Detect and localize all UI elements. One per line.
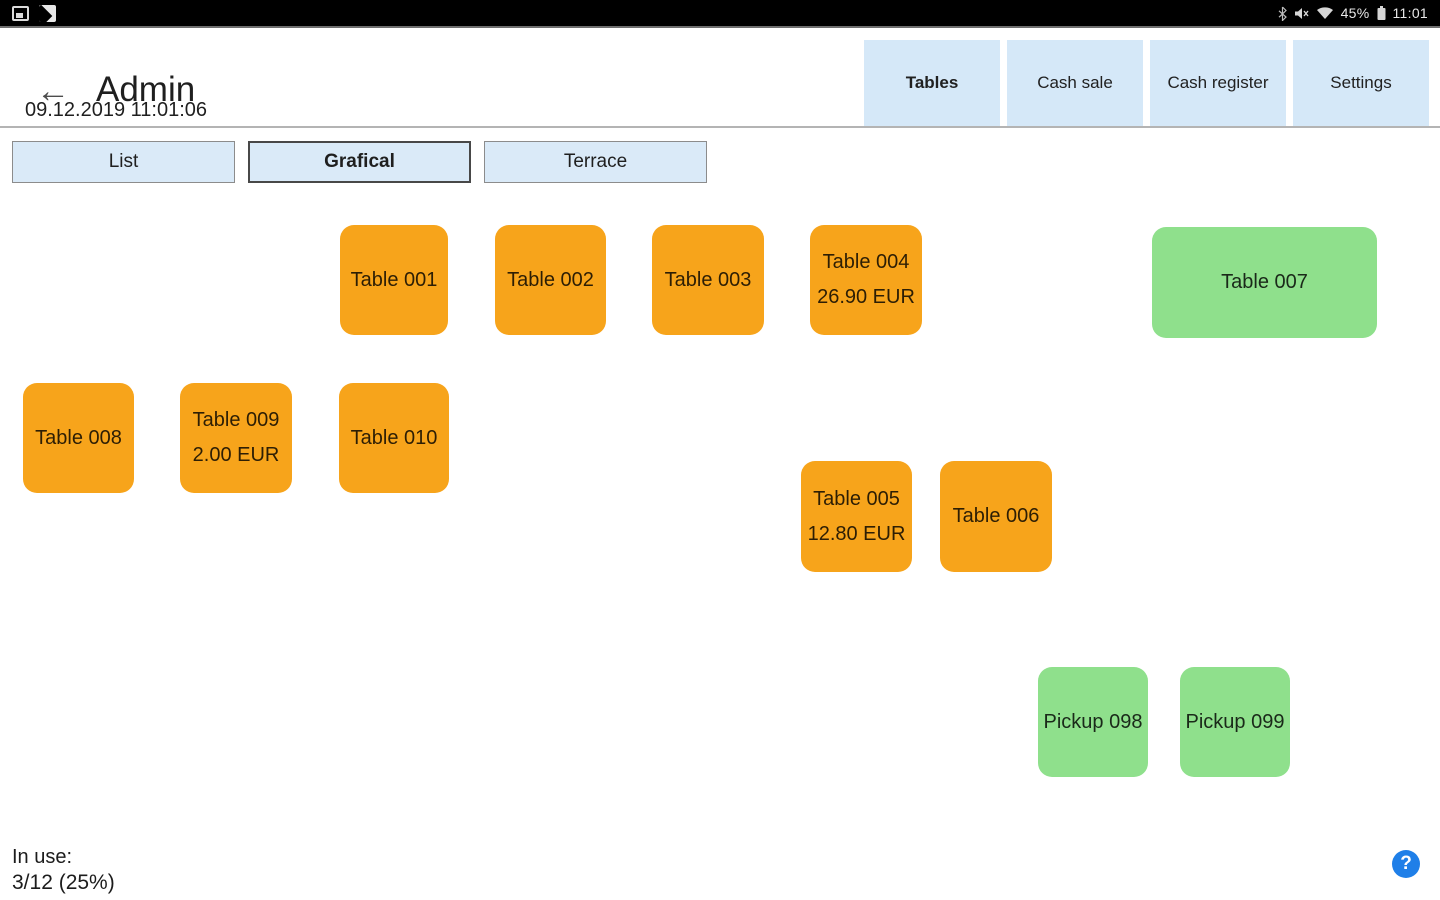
top-nav: Tables Cash sale Cash register Settings — [864, 40, 1429, 126]
status-bar-notifications — [12, 4, 56, 22]
table-tile[interactable]: Table 003 — [652, 225, 764, 335]
notification-icon — [12, 5, 29, 21]
table-tile[interactable]: Table 009 2.00 EUR — [180, 383, 292, 493]
battery-icon — [1377, 5, 1386, 21]
table-tile[interactable]: Table 008 — [23, 383, 134, 493]
tile-name: Table 007 — [1221, 271, 1308, 293]
tab-grafical[interactable]: Grafical — [248, 141, 471, 183]
help-button[interactable]: ? — [1392, 850, 1420, 878]
table-tile[interactable]: Table 004 26.90 EUR — [810, 225, 922, 335]
clock: 11:01 — [1392, 5, 1428, 21]
tile-amount: 2.00 EUR — [192, 444, 280, 466]
wifi-icon — [1316, 6, 1334, 20]
battery-percent: 45% — [1340, 5, 1370, 21]
status-bar-system: 45% 11:01 — [1278, 5, 1428, 21]
tile-name: Table 004 — [822, 251, 910, 273]
back-arrow-icon[interactable]: ← — [36, 72, 70, 110]
header: ← Admin 09.12.2019 11:01:06 Tables Cash … — [0, 28, 1440, 128]
tile-name: Pickup 099 — [1185, 710, 1285, 733]
tab-list[interactable]: List — [12, 141, 235, 183]
tile-name: Table 009 — [192, 409, 280, 431]
nav-cash-register-button[interactable]: Cash register — [1150, 40, 1286, 126]
table-tile[interactable]: Table 006 — [940, 461, 1052, 572]
page-title: Admin — [96, 70, 196, 109]
bluetooth-icon — [1278, 6, 1287, 21]
tile-name: Table 006 — [952, 505, 1040, 527]
table-tile[interactable]: Table 001 — [340, 225, 448, 335]
tab-terrace[interactable]: Terrace — [484, 141, 707, 183]
tile-amount: 26.90 EUR — [817, 286, 915, 308]
tile-name: Table 010 — [350, 426, 438, 449]
view-tabs: List Grafical Terrace — [12, 141, 707, 183]
tile-name: Table 001 — [350, 268, 438, 291]
in-use-label: In use: — [12, 846, 73, 868]
nav-settings-button[interactable]: Settings — [1293, 40, 1429, 126]
datetime-text: 09.12.2019 11:01:06 — [25, 99, 208, 121]
tile-name: Table 002 — [507, 268, 594, 291]
in-use-value: 3/12 (25%) — [12, 871, 115, 894]
tile-name: Table 005 — [813, 487, 900, 510]
pickup-tile[interactable]: Pickup 098 — [1038, 667, 1148, 777]
status-bar: 45% 11:01 — [0, 0, 1440, 28]
nav-cash-sale-button[interactable]: Cash sale — [1007, 40, 1143, 126]
tile-name: Pickup 098 — [1043, 710, 1143, 733]
screenshot-icon — [39, 4, 56, 22]
table-tile[interactable]: Table 010 — [339, 383, 449, 493]
tile-amount: 12.80 EUR — [807, 522, 906, 545]
nav-tables-button[interactable]: Tables — [864, 40, 1000, 126]
pickup-tile[interactable]: Pickup 099 — [1180, 667, 1290, 777]
tile-name: Table 003 — [664, 268, 752, 291]
volume-muted-icon — [1294, 7, 1309, 20]
tile-name: Table 008 — [35, 426, 122, 449]
table-tile[interactable]: Table 005 12.80 EUR — [801, 461, 912, 572]
table-tile[interactable]: Table 002 — [495, 225, 606, 335]
table-tile[interactable]: Table 007 — [1152, 227, 1377, 338]
